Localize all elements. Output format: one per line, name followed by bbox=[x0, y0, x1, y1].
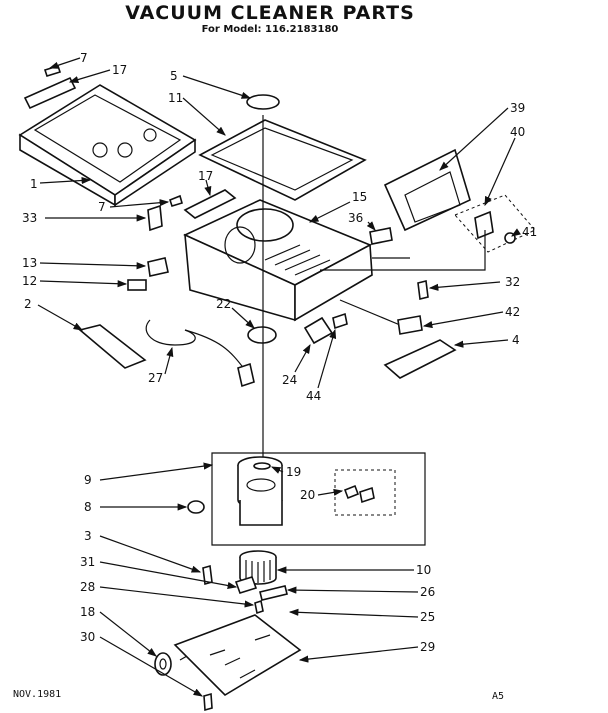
callout-label: 1 bbox=[30, 177, 38, 191]
callout-label: 11 bbox=[168, 91, 183, 105]
callout-label: 2 bbox=[24, 297, 32, 311]
bumper bbox=[187, 500, 205, 514]
callout-label: 19 bbox=[286, 465, 301, 479]
bracket bbox=[78, 324, 147, 369]
gasket-frame bbox=[198, 119, 367, 201]
callout-label: 28 bbox=[80, 580, 95, 594]
callout-label: 40 bbox=[510, 125, 525, 139]
callout-label: 15 bbox=[352, 190, 367, 204]
callout-label: 17 bbox=[112, 63, 127, 77]
clip bbox=[183, 189, 237, 219]
base-plate bbox=[173, 614, 302, 697]
brush bbox=[343, 484, 360, 500]
callout-label: 13 bbox=[22, 256, 37, 270]
lamp-socket bbox=[147, 257, 169, 277]
callout-label: 9 bbox=[84, 473, 92, 487]
callout-label: 7 bbox=[98, 200, 106, 214]
callout-label: 20 bbox=[300, 488, 315, 502]
plug bbox=[397, 315, 423, 335]
callout-label: 3 bbox=[84, 529, 92, 543]
callout-label: 36 bbox=[348, 211, 363, 225]
callout-label: 41 bbox=[522, 225, 537, 239]
callout-label: 10 bbox=[416, 563, 431, 577]
bag-housing bbox=[383, 148, 471, 232]
callout-label: 8 bbox=[84, 500, 92, 514]
switch bbox=[369, 227, 393, 245]
bulb bbox=[127, 279, 147, 291]
callout-label: 24 bbox=[282, 373, 297, 387]
callout-label: 12 bbox=[22, 274, 37, 288]
callout-label: 22 bbox=[216, 297, 231, 311]
fan-disc bbox=[253, 462, 271, 470]
callout-label: 29 bbox=[420, 640, 435, 654]
footer-date: NOV.1981 bbox=[13, 689, 62, 700]
filter-disc bbox=[246, 94, 280, 110]
wheel bbox=[154, 652, 172, 676]
callout-label: 33 bbox=[22, 211, 37, 225]
callout-label: 32 bbox=[505, 275, 520, 289]
callout-label: 27 bbox=[148, 371, 163, 385]
model-number: For Model: 116.2183180 bbox=[201, 24, 339, 35]
screw bbox=[169, 194, 183, 207]
cord-lead bbox=[339, 299, 401, 326]
bracket bbox=[234, 576, 258, 594]
handle-clip bbox=[23, 76, 77, 110]
brush bbox=[359, 486, 375, 504]
screw bbox=[254, 599, 264, 615]
clip bbox=[332, 312, 348, 330]
power-cord bbox=[145, 319, 255, 388]
handle bbox=[383, 339, 457, 379]
diagram-title: VACUUM CLEANER PARTS bbox=[125, 2, 415, 24]
screw bbox=[417, 280, 429, 300]
callouts: 7 17 5 11 39 40 1 17 7 15 33 36 41 bbox=[22, 51, 537, 697]
latch bbox=[474, 210, 494, 240]
callout-label: 7 bbox=[80, 51, 88, 65]
callout-label: 17 bbox=[198, 169, 213, 183]
callout-label: 39 bbox=[510, 101, 525, 115]
main-housing bbox=[183, 199, 373, 322]
callout-label: 31 bbox=[80, 555, 95, 569]
callout-label: 25 bbox=[420, 610, 435, 624]
top-cover bbox=[18, 84, 197, 207]
callout-label: 4 bbox=[512, 333, 520, 347]
callout-label: 30 bbox=[80, 630, 95, 644]
motor-mount bbox=[239, 550, 277, 585]
bracket bbox=[259, 585, 288, 601]
switch-bracket bbox=[147, 204, 163, 232]
callout-label: 5 bbox=[170, 69, 178, 83]
callout-label: 44 bbox=[306, 389, 321, 403]
callout-label: 26 bbox=[420, 585, 435, 599]
callout-label: 42 bbox=[505, 305, 520, 319]
screw bbox=[203, 692, 213, 712]
o-ring bbox=[247, 326, 277, 344]
callout-label: 18 bbox=[80, 605, 95, 619]
fan bbox=[303, 316, 334, 345]
footer-code: A5 bbox=[492, 691, 505, 702]
